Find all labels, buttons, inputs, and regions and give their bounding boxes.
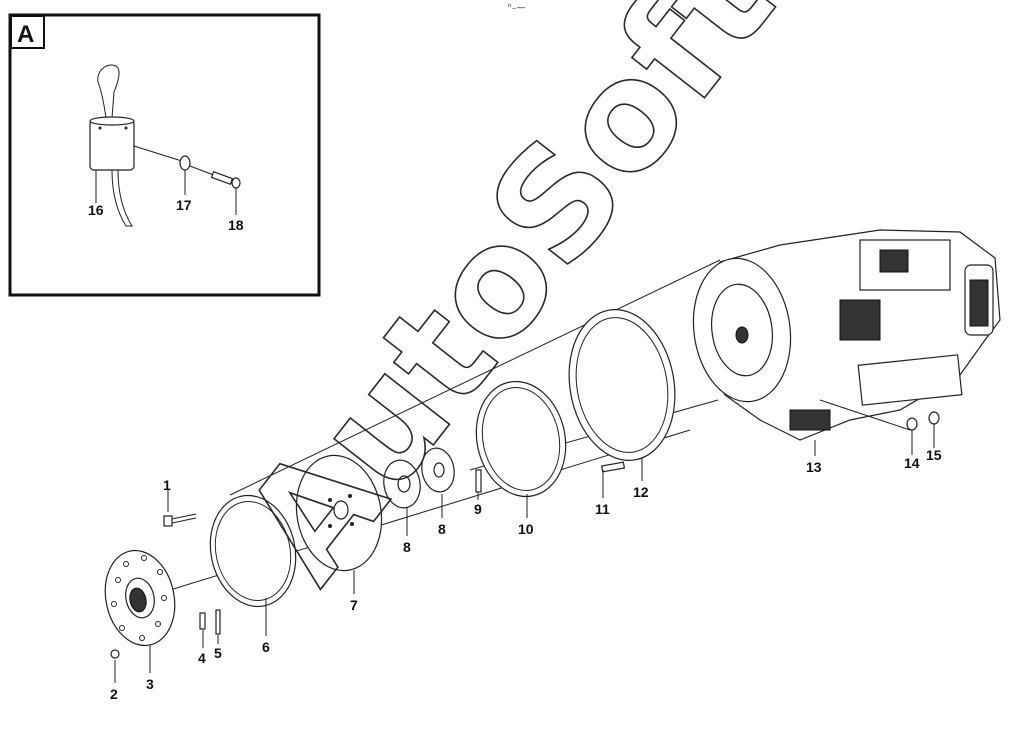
callout-2: 2 (110, 686, 118, 702)
callout-5: 5 (214, 645, 222, 661)
part-3-flange (104, 549, 176, 647)
part-13-transmission (692, 229, 1001, 441)
top-mark: ⁿ₋— (508, 3, 525, 13)
part-5-bolt (215, 609, 221, 635)
callout-numbers: 1 2 3 4 5 6 7 8 8 9 10 11 12 13 14 15 16… (88, 197, 942, 702)
part-7-flexplate (295, 454, 383, 572)
part-8-disc-a (383, 459, 421, 509)
part-4-pin (199, 612, 206, 630)
inset-panel-a: A (8, 13, 321, 297)
part-8-disc-b (421, 447, 455, 493)
part-12-ring (568, 309, 676, 461)
callout-14: 14 (904, 455, 920, 471)
part-9-bolt (475, 469, 482, 493)
callout-1: 1 (163, 477, 171, 493)
part-15-washer (928, 411, 940, 425)
gear-lever-drawing (89, 64, 241, 227)
exploded-view (104, 229, 1001, 659)
callout-3: 3 (146, 676, 154, 692)
callout-12: 12 (633, 484, 649, 500)
part-14-washer (906, 417, 918, 431)
callout-18: 18 (228, 217, 244, 233)
callout-4: 4 (198, 650, 206, 666)
inset-label: A (17, 21, 34, 48)
part-11-dowel (600, 461, 626, 473)
part-1-bolt (163, 513, 197, 527)
leader-lines (95, 200, 935, 683)
part-6-gasket (209, 494, 297, 608)
callout-13: 13 (806, 459, 822, 475)
part-2-bolt (110, 649, 120, 659)
callout-16: 16 (88, 202, 104, 218)
callout-8b: 8 (438, 521, 446, 537)
callout-9: 9 (474, 501, 482, 517)
callout-11: 11 (595, 501, 610, 517)
callout-15: 15 (926, 447, 942, 463)
part-10-gasket (475, 380, 567, 498)
callout-10: 10 (518, 521, 534, 537)
callout-8a: 8 (403, 539, 411, 555)
callout-7: 7 (350, 597, 358, 613)
callout-6: 6 (262, 639, 270, 655)
callout-17: 17 (176, 197, 192, 213)
